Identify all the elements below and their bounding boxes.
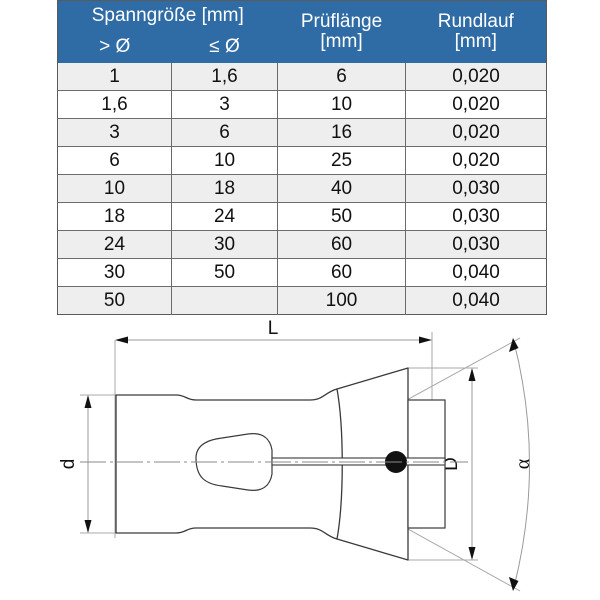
table-cell: 1	[57, 63, 172, 91]
table-cell: 10	[57, 174, 172, 203]
table-cell: 6	[171, 118, 279, 147]
specification-table-container: Spanngröße [mm] Prüflänge [mm] Rundlauf …	[57, 0, 548, 315]
table-cell: 100	[277, 286, 407, 315]
collet-drawing: L d D α	[0, 310, 600, 600]
dimension-large-diameter: D	[441, 368, 476, 560]
table-cell: 6	[57, 146, 172, 175]
table-cell: 0,030	[405, 230, 547, 259]
table-cell: 10	[171, 146, 279, 175]
dimension-label-D: D	[441, 457, 462, 471]
table-cell: 3	[57, 118, 172, 147]
table-cell: 10	[277, 90, 407, 119]
header-diameter-greater-than: > Ø	[57, 31, 172, 63]
table-cell: 3	[171, 90, 279, 119]
header-test-length-line1: Prüflänge	[300, 11, 383, 33]
dimension-label-L: L	[268, 318, 279, 339]
header-runout-line2: [mm]	[454, 31, 497, 52]
table-cell: 0,020	[405, 146, 547, 175]
table-cell: 0,040	[405, 286, 547, 315]
header-runout: Rundlauf [mm]	[405, 0, 547, 63]
table-cell: 6	[277, 63, 407, 91]
table-cell: 50	[171, 258, 279, 287]
table-cell: 30	[57, 258, 172, 287]
table-header: Spanngröße [mm] Prüflänge [mm] Rundlauf …	[57, 0, 547, 63]
table-cell: 30	[171, 230, 279, 259]
dimension-label-d: d	[58, 459, 79, 470]
table-cell: 0,020	[405, 63, 547, 91]
dimension-taper-angle: α	[509, 338, 534, 591]
table-cell: 40	[277, 174, 407, 203]
dimension-label-alpha: α	[512, 458, 534, 469]
table-cell: 25	[277, 146, 407, 175]
table-cell: 18	[171, 174, 279, 203]
table-cell: 24	[57, 230, 172, 259]
header-clamping-size-group: Spanngröße [mm]	[57, 0, 278, 31]
header-test-length-line2: [mm]	[320, 31, 363, 52]
table-cell: 0,030	[405, 174, 547, 203]
dimension-small-diameter: d	[58, 395, 92, 533]
header-test-length: Prüflänge [mm]	[277, 0, 406, 63]
table-cell: 18	[57, 202, 172, 231]
table-cell: 60	[277, 258, 407, 287]
table-cell: 1,6	[171, 63, 279, 91]
specification-table: Spanngröße [mm] Prüflänge [mm] Rundlauf …	[57, 0, 548, 315]
table-cell: 50	[277, 202, 407, 231]
table-cell: 60	[277, 230, 407, 259]
table-cell: 24	[171, 202, 279, 231]
table-cell: 0,040	[405, 258, 547, 287]
table-cell: 0,030	[405, 202, 547, 231]
table-cell: 0,020	[405, 118, 547, 147]
dimension-length: L	[115, 318, 432, 344]
table-header-row-sub: > Ø ≤ Ø	[57, 31, 547, 63]
table-cell: 0,020	[405, 90, 547, 119]
table-cell: 50	[57, 286, 172, 315]
header-runout-line1: Rundlauf	[437, 11, 514, 33]
table-header-row-group: Spanngröße [mm] Prüflänge [mm] Rundlauf …	[57, 0, 547, 63]
table-cell: 16	[277, 118, 407, 147]
table-cell: 1,6	[57, 90, 172, 119]
header-diameter-less-equal: ≤ Ø	[171, 31, 278, 63]
table-cell	[171, 286, 279, 315]
